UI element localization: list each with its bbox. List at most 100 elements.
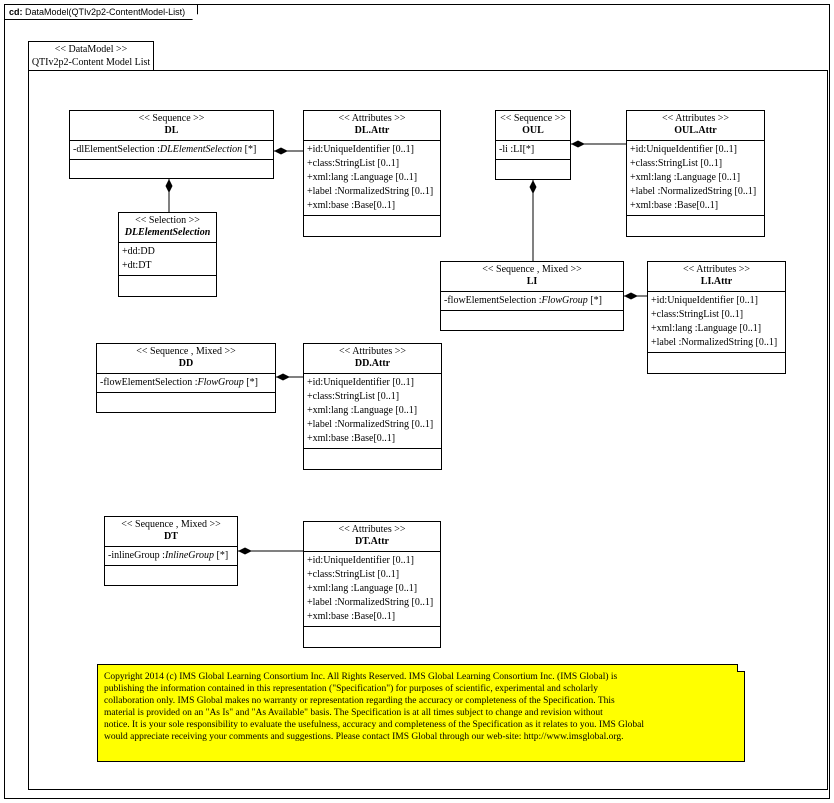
attribute-row: +class:StringList [0..1]	[630, 158, 723, 169]
attribute-row: +label :NormalizedString [0..1]	[307, 597, 434, 608]
class-name: OUL	[522, 125, 544, 136]
class-name: DD.Attr	[354, 358, 391, 369]
composition-diamond-icon	[238, 547, 252, 555]
note-line: collaboration only. IMS Global makes no …	[104, 696, 615, 706]
class-stereotype: << Attributes >>	[338, 346, 406, 357]
diagram-frame-tab: cd: DataModel(QTIv2p2-ContentModel-List)	[4, 4, 198, 20]
class-oul[interactable]: << Sequence >> OUL -li :LI[*]	[495, 110, 571, 180]
attribute-row: +id:UniqueIdentifier [0..1]	[307, 144, 414, 155]
attribute-row: +xml:base :Base[0..1]	[630, 200, 719, 211]
attribute-row: +class:StringList [0..1]	[651, 309, 744, 320]
note-line: material is provided on an "As Is" and "…	[104, 708, 603, 718]
class-operations	[70, 160, 273, 174]
attribute-row: +xml:lang :Language [0..1]	[307, 583, 418, 594]
frame-title: DataModel(QTIv2p2-ContentModel-List)	[25, 7, 186, 17]
class-operations	[119, 276, 216, 290]
attribute-row: -flowElementSelection :FlowGroup [*]	[100, 376, 272, 390]
attribute-name: -flowElementSelection :	[444, 295, 542, 306]
package-tab: << DataModel >> QTIv2p2-Content Model Li…	[28, 41, 154, 71]
class-attributes: +dd:DD +dt:DT	[119, 243, 216, 276]
package-stereotype: << DataModel >>	[54, 44, 128, 55]
note-line: would appreciate receiving your comments…	[104, 732, 624, 742]
class-name: DD	[178, 358, 194, 369]
class-operations	[304, 216, 440, 230]
attribute-row: -li :LI[*]	[499, 144, 535, 155]
note-line: Copyright 2014 (c) IMS Global Learning C…	[104, 672, 618, 682]
class-operations	[627, 216, 764, 230]
class-header: << Attributes >> OUL.Attr	[627, 111, 764, 141]
attribute-row: +id:UniqueIdentifier [0..1]	[651, 295, 758, 306]
class-name: DLElementSelection	[124, 227, 211, 238]
class-stereotype: << Attributes >>	[338, 113, 406, 124]
class-stereotype: << Sequence , Mixed >>	[136, 346, 236, 357]
class-oul-attr[interactable]: << Attributes >> OUL.Attr +id:UniqueIden…	[626, 110, 765, 237]
attribute-row: +label :NormalizedString [0..1]	[651, 337, 778, 348]
class-operations	[304, 449, 441, 463]
class-dt[interactable]: << Sequence , Mixed >> DT -inlineGroup :…	[104, 516, 238, 586]
attribute-name: -dlElementSelection :	[73, 144, 160, 155]
attribute-row: +xml:base :Base[0..1]	[307, 611, 396, 622]
class-header: << Sequence , Mixed >> DD	[97, 344, 275, 374]
attribute-row: +label :NormalizedString [0..1]	[307, 186, 434, 197]
attribute-row: +xml:lang :Language [0..1]	[307, 172, 418, 183]
class-header: << Attributes >> DD.Attr	[304, 344, 441, 374]
class-attributes: -inlineGroup :InlineGroup [*]	[105, 547, 237, 566]
composition-diamond-icon	[165, 179, 173, 193]
attribute-multiplicity: [*]	[243, 377, 258, 388]
composition-diamond-icon	[274, 147, 288, 155]
class-stereotype: << Attributes >>	[338, 524, 406, 535]
attribute-name: -inlineGroup :	[108, 550, 165, 561]
class-name: DT.Attr	[355, 536, 389, 547]
note-line: publishing the information contained in …	[104, 684, 598, 694]
class-name: DT	[164, 531, 178, 542]
class-dd[interactable]: << Sequence , Mixed >> DD -flowElementSe…	[96, 343, 276, 413]
class-dd-attr[interactable]: << Attributes >> DD.Attr +id:UniqueIdent…	[303, 343, 442, 470]
package-name: QTIv2p2-Content Model List	[31, 57, 151, 68]
attribute-row: +id:UniqueIdentifier [0..1]	[630, 144, 737, 155]
attribute-row: +dt:DT	[122, 260, 152, 271]
class-stereotype: << Selection >>	[135, 215, 200, 226]
class-attributes: -flowElementSelection :FlowGroup [*]	[97, 374, 275, 393]
class-dl-attr[interactable]: << Attributes >> DL.Attr +id:UniqueIdent…	[303, 110, 441, 237]
class-name: DL.Attr	[354, 125, 390, 136]
attribute-row: +class:StringList [0..1]	[307, 391, 400, 402]
class-dt-attr[interactable]: << Attributes >> DT.Attr +id:UniqueIdent…	[303, 521, 441, 648]
attribute-row: +dd:DD	[122, 246, 155, 257]
composition-diamond-icon	[624, 292, 638, 300]
attribute-row: +class:StringList [0..1]	[307, 158, 400, 169]
class-name: OUL.Attr	[674, 125, 717, 136]
class-header: << Sequence >> OUL	[496, 111, 570, 141]
class-header: << Sequence , Mixed >> DT	[105, 517, 237, 547]
class-dl[interactable]: << Sequence >> DL -dlElementSelection :D…	[69, 110, 274, 179]
attribute-multiplicity: [*]	[242, 144, 257, 155]
frame-kind: cd:	[9, 7, 23, 17]
class-attributes: -flowElementSelection :FlowGroup [*]	[441, 292, 623, 311]
class-li[interactable]: << Sequence , Mixed >> LI -flowElementSe…	[440, 261, 624, 331]
class-operations	[441, 311, 623, 325]
class-stereotype: << Attributes >>	[661, 113, 729, 124]
class-li-attr[interactable]: << Attributes >> LI.Attr +id:UniqueIdent…	[647, 261, 786, 374]
class-dl-element-selection[interactable]: << Selection >> DLElementSelection +dd:D…	[118, 212, 217, 297]
attribute-row: +label :NormalizedString [0..1]	[307, 419, 434, 430]
class-attributes: +id:UniqueIdentifier [0..1] +class:Strin…	[304, 374, 441, 449]
class-header: << Attributes >> LI.Attr	[648, 262, 785, 292]
attribute-type: FlowGroup	[197, 377, 244, 388]
diagram-frame	[4, 4, 830, 799]
class-stereotype: << Sequence , Mixed >>	[482, 264, 582, 275]
class-operations	[97, 393, 275, 407]
class-header: << Attributes >> DL.Attr	[304, 111, 440, 141]
class-header: << Sequence >> DL	[70, 111, 273, 141]
class-header: << Selection >> DLElementSelection	[119, 213, 216, 243]
attribute-row: -flowElementSelection :FlowGroup [*]	[444, 294, 620, 308]
attribute-row: -inlineGroup :InlineGroup [*]	[108, 549, 234, 563]
attribute-row: +xml:lang :Language [0..1]	[630, 172, 741, 183]
composition-diamond-icon	[529, 180, 537, 194]
class-operations	[105, 566, 237, 580]
attribute-row: -dlElementSelection :DLElementSelection …	[73, 143, 270, 157]
attribute-row: +label :NormalizedString [0..1]	[630, 186, 757, 197]
attribute-row: +id:UniqueIdentifier [0..1]	[307, 555, 414, 566]
attribute-multiplicity: [*]	[587, 295, 602, 306]
attribute-type: InlineGroup	[164, 550, 215, 561]
class-attributes: -li :LI[*]	[496, 141, 570, 160]
